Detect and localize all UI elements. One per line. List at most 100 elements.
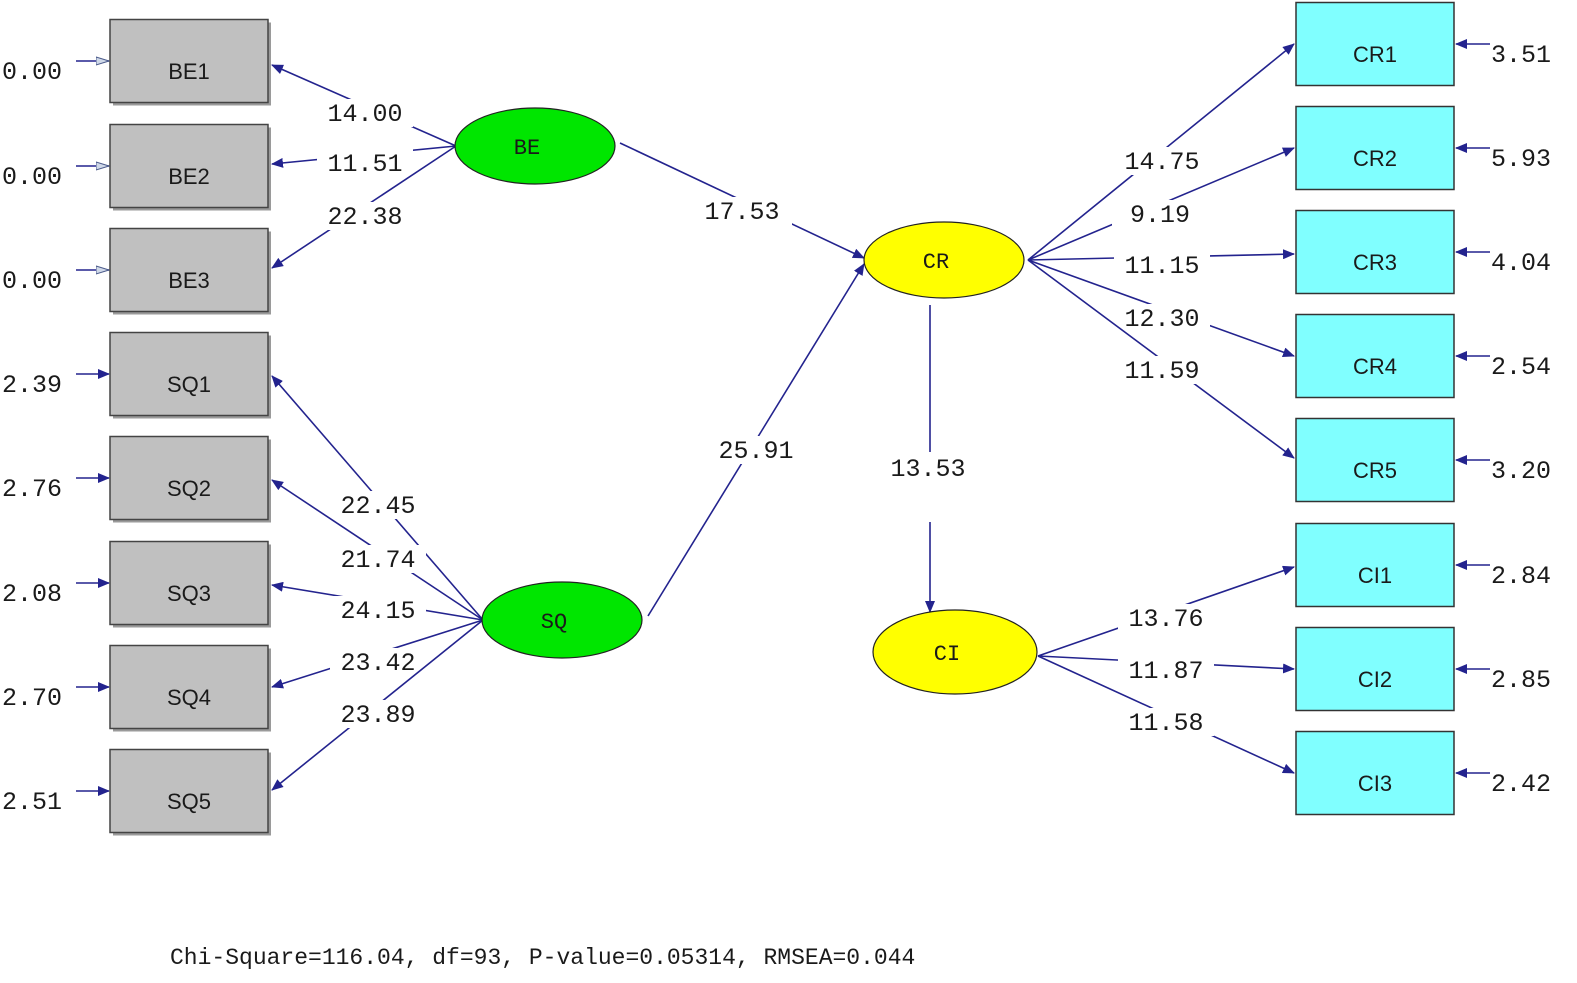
- box-rect: [1295, 626, 1455, 712]
- error-value-cr2: 5.93: [1491, 145, 1551, 174]
- box-cr2: CR2: [1295, 105, 1455, 191]
- label-gap: [330, 491, 426, 519]
- loading-value-sq3: 24.15: [340, 597, 415, 626]
- fit-statistics: Chi-Square=116.04, df=93, P-value=0.0531…: [170, 945, 915, 971]
- label-gap: [1114, 251, 1210, 279]
- box-label-be3: BE3: [168, 268, 210, 293]
- box-rect: [109, 18, 269, 104]
- loading-value-sq1: 22.45: [340, 492, 415, 521]
- error-value-cr4: 2.54: [1491, 353, 1551, 382]
- label-gap: [880, 452, 980, 522]
- box-sq4: SQ4: [109, 644, 271, 732]
- box-label-sq3: SQ3: [167, 581, 211, 606]
- error-value-be1: 0.00: [2, 58, 62, 87]
- label-gap: [317, 202, 413, 230]
- box-cr3: CR3: [1295, 209, 1455, 295]
- box-label-cr3: CR3: [1353, 250, 1397, 275]
- box-label-sq5: SQ5: [167, 789, 211, 814]
- box-sq5: SQ5: [109, 748, 271, 836]
- latent-sq: SQ: [481, 581, 643, 659]
- box-be3: BE3: [109, 227, 271, 315]
- error-value-sq2: 2.76: [2, 475, 62, 504]
- latent-label-ci: CI: [934, 642, 960, 667]
- box-cr4: CR4: [1295, 313, 1455, 399]
- loading-value-cr5: 11.59: [1124, 357, 1199, 386]
- error-value-ci3: 2.42: [1491, 770, 1551, 799]
- loading-value-ci2: 11.87: [1128, 657, 1203, 686]
- label-gap: [1112, 200, 1208, 228]
- box-rect: [1295, 105, 1455, 191]
- loading-value-sq5: 23.89: [340, 701, 415, 730]
- label-gap: [692, 197, 792, 225]
- label-gap: [330, 648, 426, 676]
- label-gap: [317, 149, 413, 177]
- latent-ellipse: [863, 221, 1025, 299]
- structural-sq-cr-value: 25.91: [718, 437, 793, 466]
- box-sq2: SQ2: [109, 435, 271, 523]
- label-gap: [1114, 147, 1210, 175]
- box-label-ci3: CI3: [1358, 771, 1392, 796]
- structural-cr-ci-value: 13.53: [890, 455, 965, 484]
- loading-value-cr4: 12.30: [1124, 305, 1199, 334]
- box-label-cr1: CR1: [1353, 42, 1397, 67]
- box-label-cr5: CR5: [1353, 458, 1397, 483]
- box-rect: [1295, 522, 1455, 608]
- label-gap: [317, 99, 413, 127]
- latent-ellipse: [872, 609, 1038, 695]
- loading-value-ci1: 13.76: [1128, 605, 1203, 634]
- latent-cr: CR: [863, 221, 1025, 299]
- label-gap: [1114, 356, 1210, 384]
- loading-value-cr3: 11.15: [1124, 252, 1199, 281]
- error-value-cr1: 3.51: [1491, 41, 1551, 70]
- label-gap: [1118, 708, 1214, 736]
- error-value-sq3: 2.08: [2, 580, 62, 609]
- error-value-be3: 0.00: [2, 267, 62, 296]
- latent-label-sq: SQ: [541, 610, 567, 635]
- box-rect: [109, 540, 269, 626]
- label-gap: [706, 436, 806, 464]
- box-sq1: SQ1: [109, 331, 271, 419]
- loading-value-sq2: 21.74: [340, 546, 415, 575]
- latent-ellipse: [481, 581, 643, 659]
- box-rect: [1295, 730, 1455, 816]
- box-label-cr2: CR2: [1353, 146, 1397, 171]
- loading-value-be2: 11.51: [327, 150, 402, 179]
- box-rect: [109, 748, 269, 834]
- box-cr1: CR1: [1295, 1, 1455, 87]
- box-rect: [109, 331, 269, 417]
- label-gap: [1114, 304, 1210, 332]
- box-rect: [1295, 209, 1455, 295]
- loading-value-be3: 22.38: [327, 203, 402, 232]
- box-ci3: CI3: [1295, 730, 1455, 816]
- label-gap: [330, 545, 426, 573]
- error-value-cr5: 3.20: [1491, 457, 1551, 486]
- box-label-sq1: SQ1: [167, 372, 211, 397]
- error-value-ci1: 2.84: [1491, 562, 1551, 591]
- box-rect: [1295, 1, 1455, 87]
- loading-value-be1: 14.00: [327, 100, 402, 129]
- box-ci2: CI2: [1295, 626, 1455, 712]
- box-rect: [109, 227, 269, 313]
- box-label-be1: BE1: [168, 59, 210, 84]
- structural-be-cr-value: 17.53: [704, 198, 779, 227]
- box-rect: [109, 435, 269, 521]
- box-ci1: CI1: [1295, 522, 1455, 608]
- loading-value-cr2: 9.19: [1130, 201, 1190, 230]
- box-label-sq4: SQ4: [167, 685, 211, 710]
- box-sq3: SQ3: [109, 540, 271, 628]
- error-value-cr3: 4.04: [1491, 249, 1551, 278]
- label-gap: [1118, 656, 1214, 684]
- box-be1: BE1: [109, 18, 271, 106]
- box-rect: [109, 123, 269, 209]
- latent-label-be: BE: [514, 136, 540, 161]
- latent-be: BE: [454, 107, 616, 185]
- error-value-ci2: 2.85: [1491, 666, 1551, 695]
- box-label-cr4: CR4: [1353, 354, 1397, 379]
- latent-ci: CI: [872, 609, 1038, 695]
- box-label-be2: BE2: [168, 164, 210, 189]
- box-be2: BE2: [109, 123, 271, 211]
- error-value-sq5: 2.51: [2, 788, 62, 817]
- box-rect: [1295, 313, 1455, 399]
